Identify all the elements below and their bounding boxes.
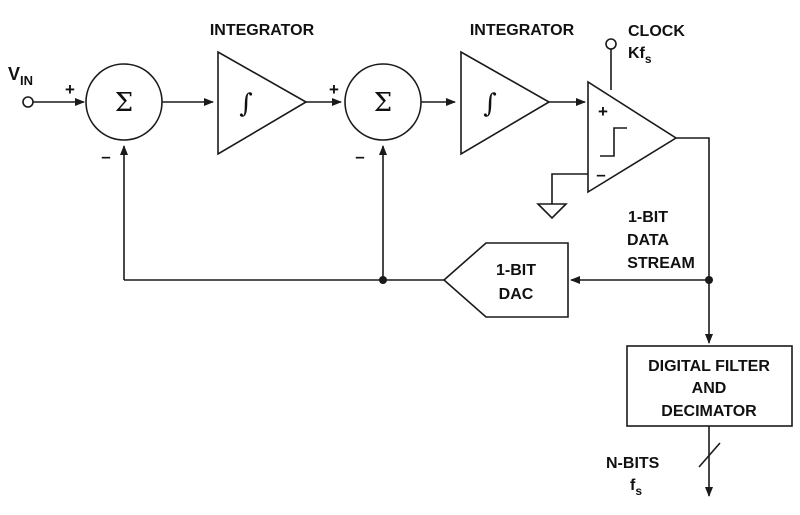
digital-filter-label-line1: DIGITAL FILTER bbox=[648, 358, 770, 375]
dac-label-line1: 1-BIT bbox=[496, 262, 536, 279]
ground-symbol bbox=[536, 173, 588, 220]
summer-2-symbol: Σ bbox=[374, 88, 392, 118]
dac-block: 1-BIT DAC bbox=[442, 242, 569, 318]
output-label-line1: N-BITS bbox=[606, 455, 660, 472]
summer-1: Σ + – bbox=[65, 63, 163, 166]
wire-bitstream-to-filter bbox=[676, 137, 713, 344]
wire-comparator-minus-to-ground bbox=[551, 173, 588, 204]
bitstream-label-line3: STREAM bbox=[627, 255, 695, 272]
input-terminal: VIN bbox=[8, 64, 34, 108]
digital-filter-box bbox=[626, 345, 793, 427]
summer-1-minus-sign: – bbox=[101, 147, 110, 166]
summer-2: Σ + – bbox=[329, 63, 422, 166]
output-label-line2: fs bbox=[630, 477, 642, 498]
ground-triangle bbox=[536, 203, 568, 220]
integrator-1: INTEGRATOR ∫ bbox=[210, 22, 315, 156]
output-label: N-BITS fs bbox=[606, 455, 660, 498]
bus-width-slash bbox=[698, 442, 721, 468]
digital-filter-label-line3: DECIMATOR bbox=[661, 403, 757, 420]
summer-1-symbol: Σ bbox=[115, 88, 133, 118]
comparator: + – bbox=[587, 80, 678, 194]
comparator-triangle bbox=[587, 80, 678, 194]
integrator-2: INTEGRATOR ∫ bbox=[460, 22, 575, 156]
digital-filter-block: DIGITAL FILTER AND DECIMATOR bbox=[626, 345, 793, 427]
bitstream-label-line1: 1-BIT bbox=[628, 209, 668, 226]
clock-node bbox=[605, 38, 617, 50]
comparator-step-icon bbox=[600, 127, 627, 157]
input-node bbox=[22, 96, 34, 108]
integrator-1-triangle bbox=[217, 50, 308, 156]
digital-filter-label-line2: AND bbox=[692, 380, 727, 397]
bitstream-label-line2: DATA bbox=[627, 232, 670, 249]
bitstream-label: 1-BIT DATA STREAM bbox=[627, 209, 695, 272]
summer-2-minus-sign: – bbox=[355, 147, 364, 166]
input-label: VIN bbox=[8, 64, 33, 88]
dac-shape bbox=[442, 242, 569, 318]
integrator-1-symbol: ∫ bbox=[239, 89, 253, 119]
integrator-1-title: INTEGRATOR bbox=[210, 22, 315, 39]
summer-1-plus-sign: + bbox=[65, 80, 75, 99]
summer-2-plus-sign: + bbox=[329, 80, 339, 99]
clock-input: CLOCK Kfs bbox=[605, 23, 685, 90]
integrator-2-symbol: ∫ bbox=[483, 89, 497, 119]
comparator-plus-sign: + bbox=[598, 102, 608, 121]
clock-label: CLOCK bbox=[628, 23, 685, 40]
integrator-2-title: INTEGRATOR bbox=[470, 22, 575, 39]
integrator-2-triangle bbox=[460, 50, 551, 156]
dac-label-line2: DAC bbox=[499, 286, 534, 303]
comparator-minus-sign: – bbox=[596, 165, 605, 184]
clock-frequency-label: Kfs bbox=[628, 45, 652, 66]
